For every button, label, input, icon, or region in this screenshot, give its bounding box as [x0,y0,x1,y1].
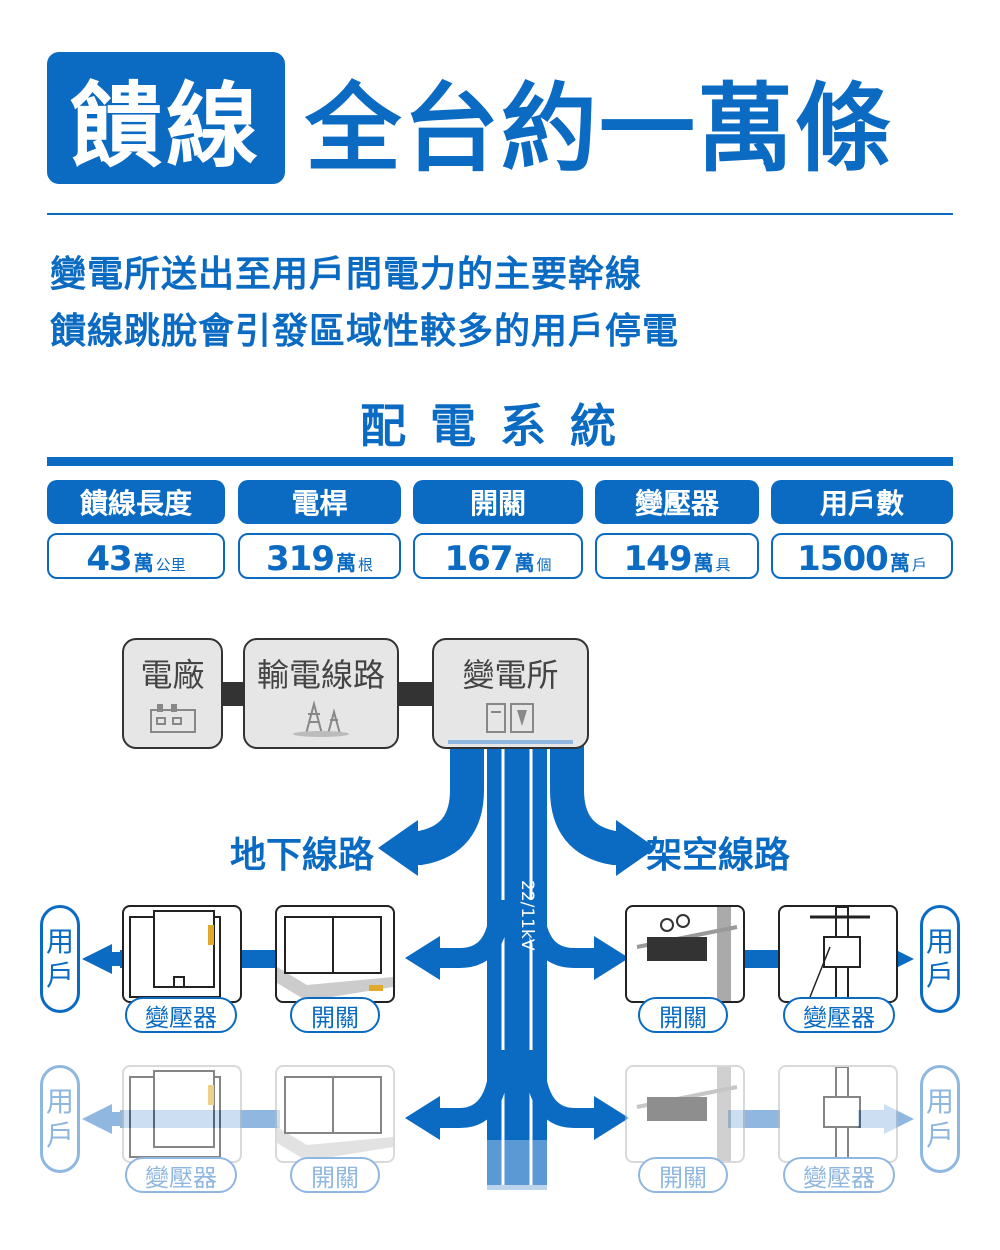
customer-label: 用戶 [45,1085,74,1152]
stat-label-feeder-length: 饋線長度 [47,480,225,524]
chain-connector [222,682,246,706]
voltage-label: 22/11kV [517,880,537,951]
pole-transformer-icon [809,907,870,1001]
customer-box-row2-left: 用戶 [40,1065,80,1173]
substation-icon [485,703,534,733]
label-switch-row2-left: 開關 [290,1157,380,1193]
pad-transformer-image-row1 [122,905,242,1003]
customer-box-row1-right: 用戶 [920,905,960,1013]
label-transformer-row2-left: 變壓器 [125,1157,237,1193]
node-label: 變電所 [462,656,559,694]
stat-unit: 萬 [693,551,714,575]
customer-label: 用戶 [925,925,954,992]
stat-sub-unit: 具 [715,556,731,574]
underground-arrow [378,820,418,876]
section-divider [47,457,953,466]
branch-arrow-row1-left [405,936,440,980]
pad-transformer-icon [129,1070,221,1158]
pole-transformer-image-row1 [778,905,898,1003]
branch-arrow-row1-right [594,936,629,980]
subtitle-line-2: 饋線跳脫會引發區域性較多的用戶停電 [50,311,680,352]
stat-value-switches: 167 萬 個 [413,533,583,579]
page-title: 全台約一萬條 [305,72,893,185]
chain-connector [398,682,434,706]
pole-switch-image-row1 [625,905,745,1003]
stat-unit: 萬 [133,551,154,575]
label-transformer-row1-right: 變壓器 [783,997,895,1033]
stat-sub-unit: 戶 [911,556,927,574]
feed-arrow-row2-left [82,1104,112,1134]
stat-unit: 萬 [514,551,535,575]
label-switch-row2-right: 開關 [638,1157,728,1193]
feeder-trunk [487,745,547,1185]
stat-number: 1500 [797,539,889,579]
branch-row1-left [440,899,510,968]
label-overhead: 架空線路 [646,835,791,876]
pole-transformer-icon [823,1067,861,1161]
pad-transformer-image-row2 [122,1065,242,1163]
overhead-arrow [616,820,656,876]
pad-switch-icon [277,1076,393,1161]
stat-label-transformers: 變壓器 [595,480,759,524]
stat-unit: 萬 [335,551,356,575]
node-label: 電廠 [140,656,205,694]
feed-line-row1-left-tail [108,952,122,966]
stat-number: 43 [86,539,132,579]
feed-line-row2-left-tail [108,1112,122,1126]
pole-switch-image-row2 [625,1065,745,1163]
stat-value-customers: 1500 萬 戶 [771,533,953,579]
node-substation: 變電所 [432,638,589,749]
label-transformer-row2-right: 變壓器 [783,1157,895,1193]
node-transmission-line: 輸電線路 [243,638,399,749]
node-power-plant: 電廠 [122,638,223,749]
stat-number: 149 [623,539,693,579]
stat-value-transformers: 149 萬 具 [595,533,759,579]
customer-label: 用戶 [45,925,74,992]
transmission-tower-icon [293,700,349,737]
stat-number: 319 [266,539,335,579]
header-divider [47,213,953,215]
section-title: 配電系統 [360,399,640,453]
stat-sub-unit: 根 [357,556,373,574]
stat-label-switches: 開關 [413,480,583,524]
feeder-trunk-fade [487,1140,547,1190]
pad-switch-image-row2 [275,1065,395,1163]
branch-row1-right [524,899,594,968]
pole-switch-icon [636,907,738,1001]
label-underground: 地下線路 [230,835,375,876]
stat-number: 167 [444,539,514,579]
label-switch-row1-left: 開關 [290,997,380,1033]
feed-arrow-row1-left [82,944,112,974]
stat-sub-unit: 公里 [155,556,186,574]
pad-transformer-icon [129,910,221,998]
stat-label-poles: 電桿 [238,480,401,524]
customer-box-row2-right: 用戶 [920,1065,960,1173]
customer-box-row1-left: 用戶 [40,905,80,1013]
node-label: 輸電線路 [256,656,385,694]
branch-row2-right [524,1049,594,1128]
label-switch-row1-right: 開關 [638,997,728,1033]
branch-arrow-row2-right [594,1096,629,1140]
branch-row2-left [440,1049,510,1128]
pole-switch-icon [636,1067,738,1161]
header-badge: 饋線 [47,52,285,184]
stat-sub-unit: 個 [536,556,552,574]
customer-label: 用戶 [925,1085,954,1152]
substation-bus [448,740,573,744]
pad-switch-image-row1 [275,905,395,1003]
label-transformer-row1-left: 變壓器 [125,997,237,1033]
underground-branch [410,745,484,865]
stat-value-feeder-length: 43 萬 公里 [47,533,225,579]
stat-label-customers: 用戶數 [771,480,953,524]
subtitle-line-1: 變電所送出至用戶間電力的主要幹線 [50,254,643,295]
branch-arrow-row2-left [405,1096,440,1140]
stat-unit: 萬 [889,551,910,575]
overhead-branch [550,745,624,865]
power-plant-icon [149,704,196,733]
pole-transformer-image-row2 [778,1065,898,1163]
pad-switch-icon [277,916,393,1001]
stat-value-poles: 319 萬 根 [238,533,401,579]
